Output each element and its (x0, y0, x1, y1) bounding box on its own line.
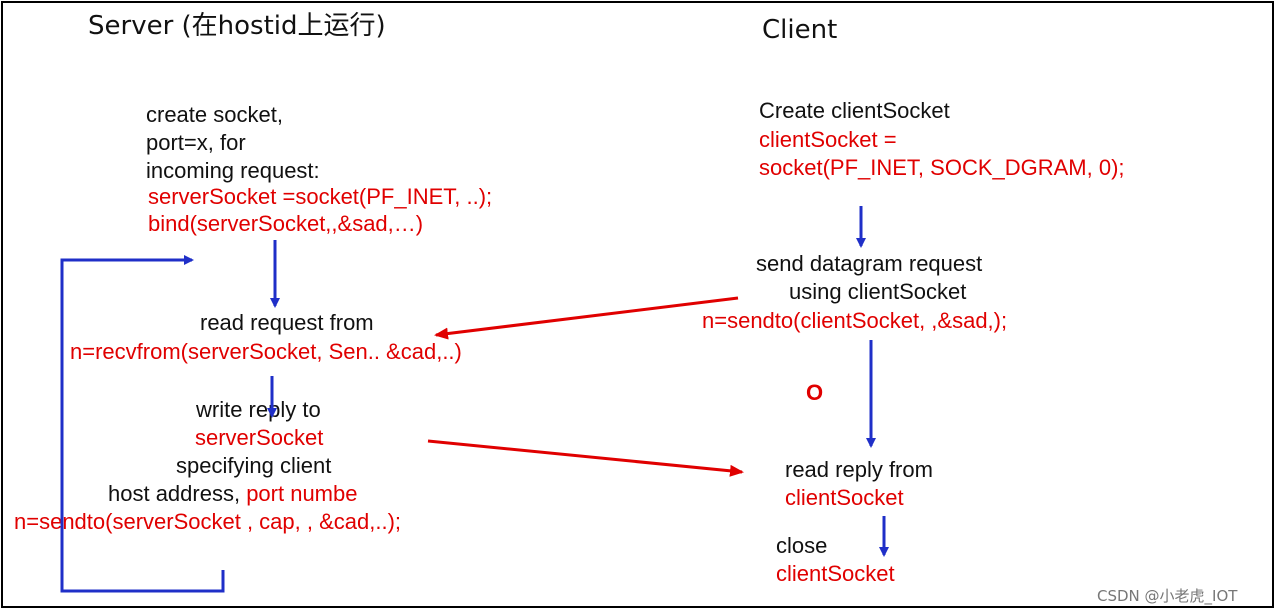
client-sendto-code: n=sendto(clientSocket, ,&sad,); (702, 308, 1008, 333)
server-write-reply-label: write reply to (196, 397, 321, 422)
csdn-watermark: CSDN @小老虎_IOT (1097, 587, 1238, 605)
server-create-line-2: port=x, for (146, 130, 246, 155)
server-bind-code: bind(serverSocket,,&sad,…) (148, 211, 424, 236)
client-circle-marker: O (806, 380, 824, 405)
server-sendto-code: n=sendto(serverSocket , cap, , &cad,..); (14, 509, 402, 534)
server-host-address-line: host address, port numbe (108, 480, 357, 508)
server-recvfrom-code: n=recvfrom(serverSocket, Sen.. &cad,..) (70, 339, 462, 364)
client-close-socket: clientSocket (776, 561, 895, 586)
server-specifying-client: specifying client (176, 453, 332, 478)
request-message-arrow (434, 296, 739, 340)
client-read-reply-label: read reply from (785, 457, 933, 482)
client-close-label: close (776, 533, 828, 558)
server-socket-code: serverSocket =socket(PF_INET, ..); (148, 184, 493, 209)
client-send-request-line-1: send datagram request (756, 251, 983, 276)
client-socket-code-1: clientSocket = (759, 127, 897, 152)
client-title: Client (762, 15, 838, 45)
server-port-number-text: port numbe (246, 481, 358, 506)
server-loop-line (60, 255, 225, 593)
server-create-line-1: create socket, (146, 102, 283, 127)
client-create-socket-label: Create clientSocket (759, 98, 950, 123)
server-title: Server (在hostid上运行) (88, 11, 386, 41)
server-host-address-text: host address, (108, 481, 247, 506)
client-socket-code-2: socket(PF_INET, SOCK_DGRAM, 0); (759, 155, 1125, 180)
server-create-line-3: incoming request: (146, 158, 320, 183)
client-read-reply-socket: clientSocket (785, 485, 904, 510)
server-read-request-label: read request from (200, 310, 374, 335)
client-send-request-line-2: using clientSocket (789, 279, 967, 304)
server-reply-socket: serverSocket (195, 425, 324, 450)
reply-message-arrow (427, 439, 744, 477)
